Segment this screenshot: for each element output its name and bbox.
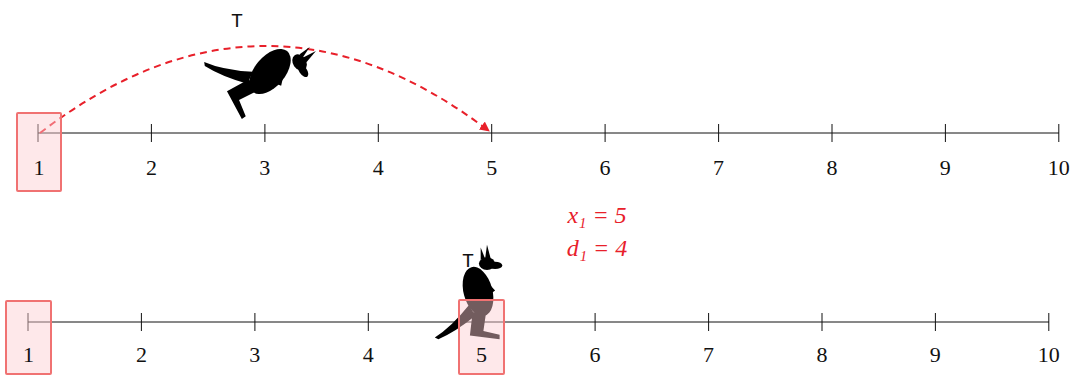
axis-ticks <box>38 124 1059 142</box>
axis-number: 1 <box>7 344 50 366</box>
axis-number: 9 <box>940 157 951 179</box>
highlight-box: 1 <box>16 112 62 192</box>
axis-number: 10 <box>1038 344 1060 366</box>
axis-number: 5 <box>486 157 497 179</box>
axis-number: 6 <box>590 344 601 366</box>
axis-number: 9 <box>930 344 941 366</box>
highlight-box: 5 <box>458 299 505 375</box>
axis-number: 5 <box>460 344 503 366</box>
highlight-box: 1 <box>5 300 52 375</box>
axis-number: 2 <box>136 344 147 366</box>
axis-line <box>38 133 1059 134</box>
distance-note: d₁ = 4 <box>567 236 628 260</box>
axis-number: 3 <box>259 157 270 179</box>
axis-number: 8 <box>816 344 827 366</box>
axis-number: 10 <box>1048 157 1070 179</box>
axis-ticks <box>28 313 1049 331</box>
axis-number: 2 <box>146 157 157 179</box>
axis-number: 4 <box>373 157 384 179</box>
position-note: x₁ = 5 <box>567 203 626 227</box>
kangaroo-label: T <box>231 12 243 32</box>
axis-number: 3 <box>249 344 260 366</box>
kangaroo-label: T <box>462 252 474 272</box>
axis-number: 7 <box>703 344 714 366</box>
axis-number: 4 <box>363 344 374 366</box>
axis-number: 7 <box>713 157 724 179</box>
axis-number: 1 <box>18 157 60 179</box>
kangaroo-leaping <box>203 6 326 122</box>
axis-line <box>28 322 1049 323</box>
axis-number: 6 <box>600 157 611 179</box>
axis-number: 8 <box>826 157 837 179</box>
